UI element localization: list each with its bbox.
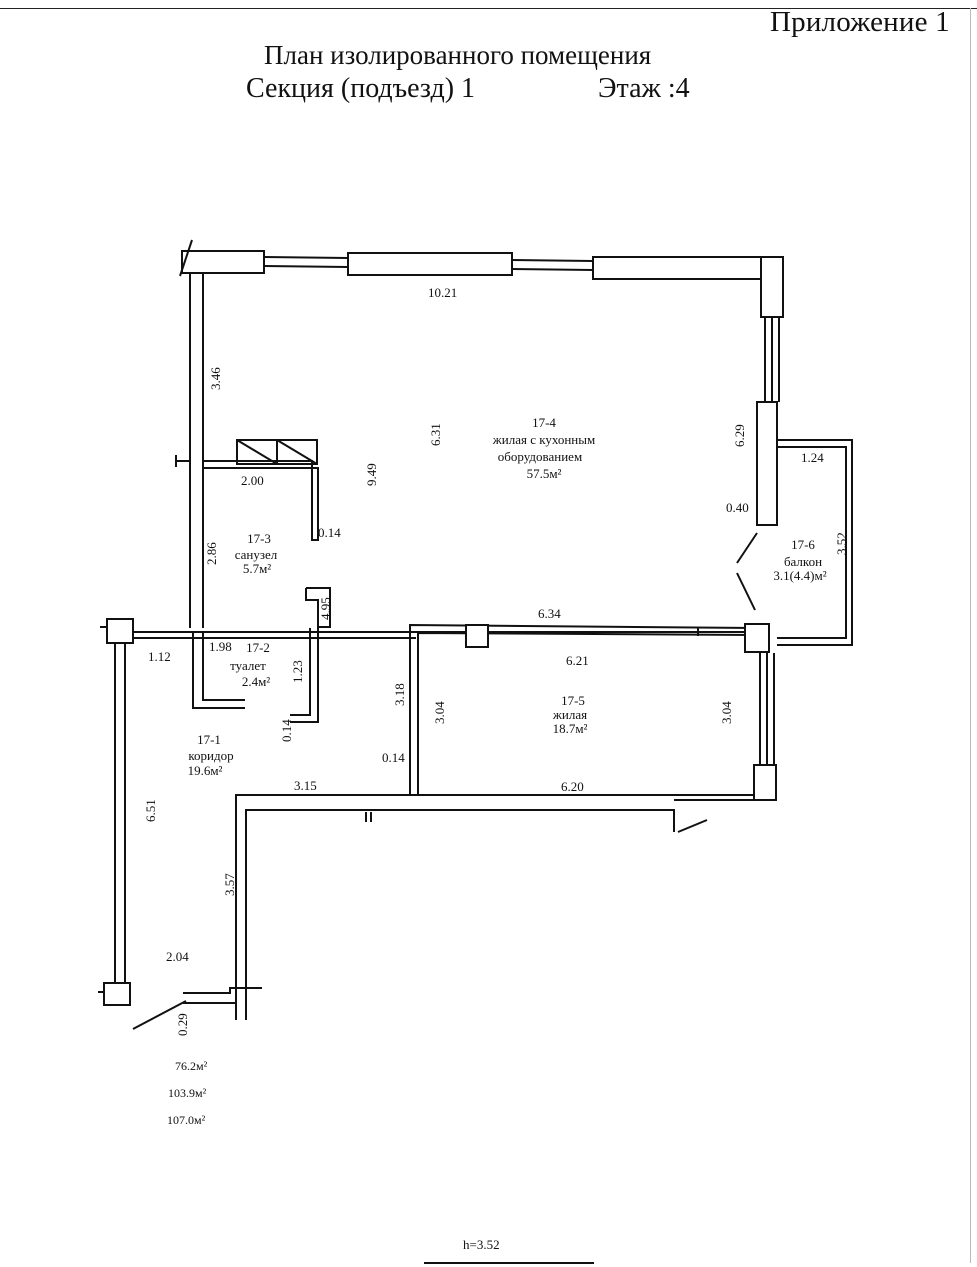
dim-corridor-bottom: 2.04 (166, 949, 189, 964)
dim-room5-bottom: 6.20 (561, 779, 584, 794)
total-living: 76.2м² (175, 1059, 208, 1073)
dim-wall-c: 0.14 (382, 750, 405, 765)
toilet-walls (192, 628, 319, 723)
room2-id: 17-2 (246, 640, 270, 655)
dim-wall-b: 0.14 (279, 719, 294, 742)
dim-sanuzel-height: 2.86 (204, 542, 219, 565)
dim-wall-a: 0.14 (318, 525, 341, 540)
appendix-label: Приложение 1 (770, 6, 950, 38)
room4-name2: оборудованием (498, 449, 582, 464)
room6-name: балкон (784, 554, 822, 569)
dim-corridor-left: 6.51 (143, 799, 158, 822)
dim-toilet-width: 1.98 (209, 639, 232, 654)
corridor-walls (98, 618, 755, 1030)
room3-name: санузел (235, 547, 278, 562)
room2-area: 2.4м² (242, 674, 270, 689)
room-labels: 17-4 жилая с кухонным оборудованием 57.5… (188, 415, 827, 778)
room2-name: туалет (230, 658, 266, 673)
room4-name: жилая с кухонным (492, 432, 595, 447)
top-wall (179, 239, 784, 280)
dim-top-width: 10.21 (428, 285, 457, 300)
dim-entry-wall: 0.29 (175, 1013, 190, 1036)
room5-name: жилая (552, 707, 587, 722)
room3-area: 5.7м² (243, 561, 271, 576)
dimensions: 10.21 3.46 9.49 6.31 6.29 2.00 2.86 0.14… (143, 285, 849, 1036)
page-right-edge (970, 8, 971, 1263)
room1-id: 17-1 (197, 732, 221, 747)
room4-id: 17-4 (532, 415, 556, 430)
page-top-border (0, 8, 977, 9)
total-area: 103.9м² (168, 1086, 207, 1100)
dim-sanuzel-width: 2.00 (241, 473, 264, 488)
room5-area: 18.7м² (553, 721, 588, 736)
room5-id: 17-5 (561, 693, 585, 708)
room1-area: 19.6м² (188, 763, 223, 778)
left-wall-upper (175, 273, 204, 628)
area-totals: 76.2м² 103.9м² 107.0м² (167, 1059, 208, 1127)
room4-area: 57.5м² (527, 466, 562, 481)
section-label: Секция (подъезд) 1 (246, 73, 476, 104)
dim-room5-top-outer: 6.34 (538, 606, 561, 621)
room3-id: 17-3 (247, 531, 271, 546)
room1-name: коридор (188, 748, 233, 763)
dim-room5-left-outer: 3.18 (392, 683, 407, 706)
dim-corridor-width: 3.15 (294, 778, 317, 793)
dim-balcony-wall: 0.40 (726, 500, 749, 515)
dim-room5-top: 6.21 (566, 653, 589, 668)
room5-walls (409, 623, 770, 795)
dim-center-height: 6.31 (428, 423, 443, 446)
room6-area: 3.1(4.4)м² (773, 568, 826, 583)
dim-toilet-height: 1.23 (290, 660, 305, 683)
dim-room5-right: 3.04 (719, 701, 734, 724)
floor-label: Этаж :4 (598, 73, 690, 104)
dim-balcony-width: 1.24 (801, 450, 824, 465)
room6-id: 17-6 (791, 537, 815, 552)
sanuzel-walls (203, 439, 331, 628)
dim-right-upper: 6.29 (732, 424, 747, 447)
balcony-outline (736, 439, 853, 646)
dim-balcony-height: 3.52 (834, 532, 849, 555)
dim-495: 4.95 (318, 597, 333, 620)
plan-title: План изолированного помещения (264, 40, 652, 70)
dim-corridor-lower: 3.57 (222, 873, 237, 896)
dim-main-height: 9.49 (364, 463, 379, 486)
right-wall (753, 256, 784, 801)
dim-corridor-top: 1.12 (148, 649, 171, 664)
dim-room5-left: 3.04 (432, 701, 447, 724)
ceiling-height: h=3.52 (463, 1237, 500, 1252)
dim-left-upper: 3.46 (208, 367, 223, 390)
total-with-balcony: 107.0м² (167, 1113, 206, 1127)
page-bottom-mark (424, 1262, 594, 1264)
